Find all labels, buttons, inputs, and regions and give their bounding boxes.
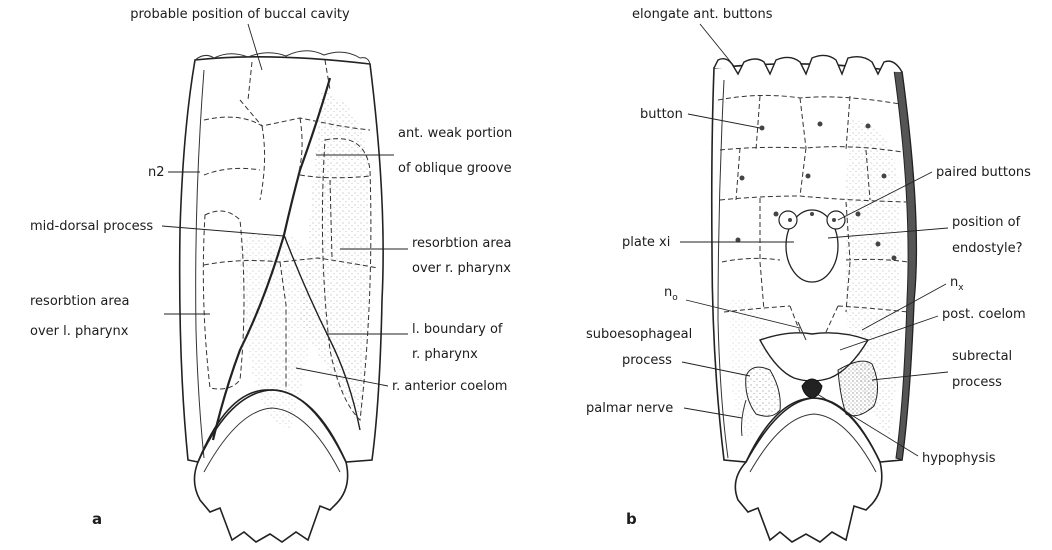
label-ant-weak-1: ant. weak portion bbox=[398, 126, 512, 141]
panel-b-inner-wall bbox=[718, 80, 728, 458]
label-elongate-buttons: elongate ant. buttons bbox=[632, 7, 773, 22]
label-boundary-2: r. pharynx bbox=[412, 347, 478, 362]
label-hypophysis: hypophysis bbox=[922, 451, 996, 466]
label-nx: nx bbox=[950, 275, 964, 293]
label-resorb-l-2: over l. pharynx bbox=[30, 324, 129, 339]
panel-a bbox=[180, 51, 383, 542]
leader-palmar-nerve bbox=[684, 408, 742, 418]
leader-buccal-cavity bbox=[248, 24, 262, 70]
label-resorb-r-2: over r. pharynx bbox=[412, 261, 511, 276]
label-paired-buttons: paired buttons bbox=[936, 165, 1031, 180]
label-mid-dorsal: mid-dorsal process bbox=[30, 219, 153, 234]
label-boundary-1: l. boundary of bbox=[412, 322, 503, 337]
subrectal-process bbox=[838, 361, 878, 416]
label-resorb-r-1: resorbtion area bbox=[412, 236, 511, 251]
label-endostyle-2: endostyle? bbox=[952, 241, 1023, 256]
leader-elongate-buttons bbox=[700, 24, 734, 66]
label-subrectal-2: process bbox=[952, 375, 1002, 390]
label-n2: n2 bbox=[148, 165, 165, 180]
label-post-coelom: post. coelom bbox=[942, 307, 1026, 322]
label-resorb-l-1: resorbtion area bbox=[30, 294, 129, 309]
panel-b bbox=[712, 55, 917, 542]
label-ant-weak-2: of oblique groove bbox=[398, 161, 512, 176]
label-subeso-1: suboesophageal bbox=[586, 327, 692, 342]
panel-a-letter: a bbox=[92, 510, 102, 528]
panel-a-inner-wall bbox=[196, 70, 204, 458]
leader-button bbox=[688, 114, 760, 128]
label-subrectal-1: subrectal bbox=[952, 349, 1012, 364]
label-plate-xi: plate xi bbox=[622, 235, 670, 250]
label-buccal-cavity: probable position of buccal cavity bbox=[130, 7, 350, 22]
label-n0: no bbox=[664, 285, 678, 303]
label-subeso-2: process bbox=[622, 353, 672, 368]
label-button: button bbox=[640, 107, 683, 122]
label-palmar-nerve: palmar nerve bbox=[586, 401, 673, 416]
resorption-area-left bbox=[203, 211, 244, 389]
label-ant-coelom: r. anterior coelom bbox=[392, 379, 507, 394]
label-endostyle-1: position of bbox=[952, 215, 1021, 230]
panel-b-letter: b bbox=[626, 510, 637, 528]
